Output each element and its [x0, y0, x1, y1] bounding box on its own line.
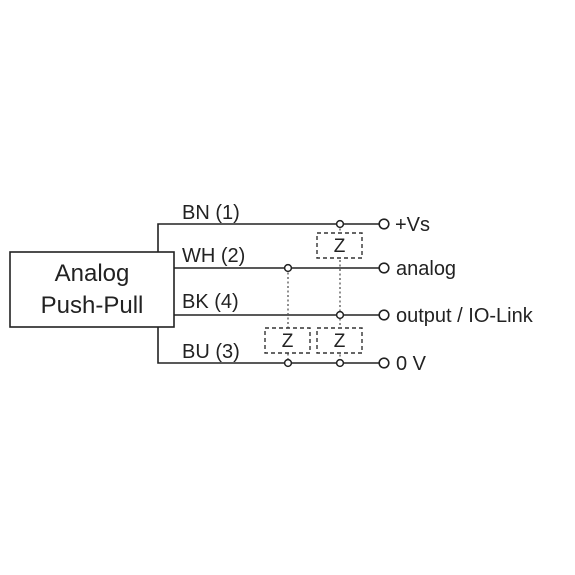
terminal-label-output: output / IO-Link: [396, 305, 534, 327]
load-z-output-0v: Z: [316, 327, 363, 354]
terminal-label-vs: +Vs: [395, 214, 430, 236]
terminal-analog: [378, 262, 390, 274]
terminal-output: [378, 309, 390, 321]
load-z-vs-output: Z: [316, 232, 363, 259]
terminal-0v: [378, 357, 390, 369]
terminal-label-analog: analog: [396, 258, 456, 280]
junction-node: [335, 219, 345, 229]
junction-node: [283, 263, 293, 273]
load-z-label: Z: [334, 331, 346, 352]
device-label-line2: Push-Pull: [41, 292, 144, 319]
device-label-line1: Analog: [55, 260, 130, 287]
junction-node: [335, 358, 345, 368]
junction-node: [335, 310, 345, 320]
wire-label-bu: BU (3): [182, 341, 240, 363]
junction-node: [283, 358, 293, 368]
load-z-label: Z: [282, 331, 294, 352]
terminal-vs: [378, 218, 390, 230]
wire-label-bk: BK (4): [182, 291, 239, 313]
load-z-label: Z: [334, 236, 346, 257]
wire-bu: [157, 327, 379, 364]
device-box: [9, 251, 175, 328]
load-z-analog-0v: Z: [264, 327, 311, 354]
terminal-label-0v: 0 V: [396, 353, 427, 375]
wire-label-wh: WH (2): [182, 245, 245, 267]
wire-label-bn: BN (1): [182, 202, 240, 224]
wire-bn: [157, 223, 379, 252]
